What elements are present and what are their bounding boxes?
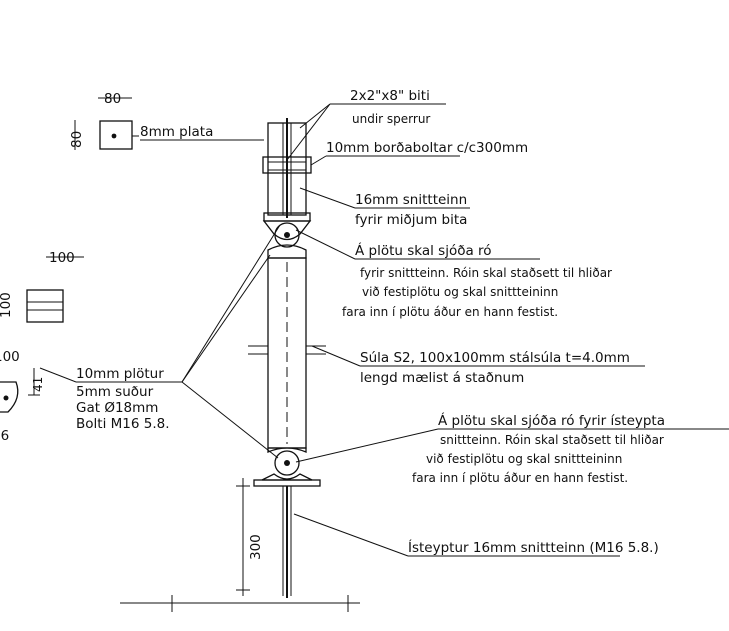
weld-bot-line2: snittteinn. Róin skal staðsett til hliða… (440, 433, 664, 447)
bottom-pin-circle (274, 450, 300, 476)
tab-hole (3, 395, 9, 401)
side-plate-detail: 100 100 100 41 56 (0, 250, 84, 444)
foot-plate (253, 479, 321, 487)
weld-bottom-annotation: Á plötu skal sjóða ró fyrir ísteypta sni… (295, 412, 729, 485)
embed-dimension: 300 (120, 478, 360, 612)
beam-sub-label: undir sperrur (352, 112, 430, 126)
weld-top-line2: fyrir snittteinn. Róin skal staðsett til… (360, 266, 612, 280)
weld-top-annotation: Á plötu skal sjóða ró fyrir snittteinn. … (295, 229, 612, 319)
beam-annotation: 2x2"x8" biti undir sperrur (286, 88, 446, 161)
weld-top-line4: fara inn í plötu áður en hann festist. (342, 305, 558, 319)
cast-rod-annotation: Ísteyptur 16mm snittteinn (M16 5.8.) (293, 513, 659, 557)
tab-plate (0, 381, 19, 413)
plate-width-dim: 80 (104, 91, 121, 107)
beam-label: 2x2"x8" biti (350, 88, 430, 104)
plate2-height-dim: 100 (0, 292, 14, 318)
plates-line2: 5mm suður (76, 384, 154, 400)
column-label-line2: lengd mælist á staðnum (360, 370, 524, 386)
plate-8mm-label: 8mm plata (140, 124, 213, 140)
steel-column (248, 257, 326, 449)
top-pin-circle (274, 222, 300, 248)
tab-dim: 100 (0, 349, 20, 365)
side-plate-rect (26, 289, 64, 323)
bolts-label: 10mm borðaboltar c/c300mm (326, 140, 528, 156)
tab-side-dim-a: 41 (31, 377, 45, 392)
rod-mid-label: 16mm snittteinn (355, 192, 467, 208)
weld-bot-line4: fara inn í plötu áður en hann festist. (412, 471, 628, 485)
rod-mid-annotation: 16mm snittteinn fyrir miðjum bita (299, 187, 470, 228)
plates-line1: 10mm plötur (76, 366, 164, 382)
plate-hole (111, 133, 117, 139)
plate-height-dim: 80 (69, 131, 85, 148)
weld-bot-line3: við festiplötu og skal snittteininn (426, 452, 622, 466)
plates-line3: Gat Ø18mm (76, 400, 158, 416)
column-annotation: Súla S2, 100x100mm stálsúla t=4.0mm leng… (311, 345, 645, 386)
weld-top-line3: við festiplötu og skal snittteininn (362, 285, 558, 299)
tab-side-dim-b: 56 (0, 428, 9, 444)
plates-line4: Bolti M16 5.8. (76, 416, 170, 432)
cast-rod-label: Ísteyptur 16mm snittteinn (M16 5.8.) (408, 539, 659, 556)
plate-8mm-detail: 80 80 8mm plata (69, 91, 264, 150)
bottom-pin-connection (253, 447, 321, 598)
plate2-width-dim: 100 (49, 250, 75, 266)
column-label-line1: Súla S2, 100x100mm stálsúla t=4.0mm (360, 350, 630, 366)
embed-length-dim: 300 (248, 534, 264, 560)
weld-top-line1: Á plötu skal sjóða ró (355, 242, 492, 259)
timber-beam (262, 118, 312, 222)
plate-8mm-square (99, 120, 133, 150)
rod-mid-sub-label: fyrir miðjum bita (355, 212, 467, 228)
plates-annotation: 10mm plötur 5mm suður Gat Ø18mm Bolti M1… (39, 224, 281, 459)
bolts-annotation: 10mm borðaboltar c/c300mm (310, 140, 528, 166)
weld-bot-line1: Á plötu skal sjóða ró fyrir ísteypta (438, 412, 665, 429)
